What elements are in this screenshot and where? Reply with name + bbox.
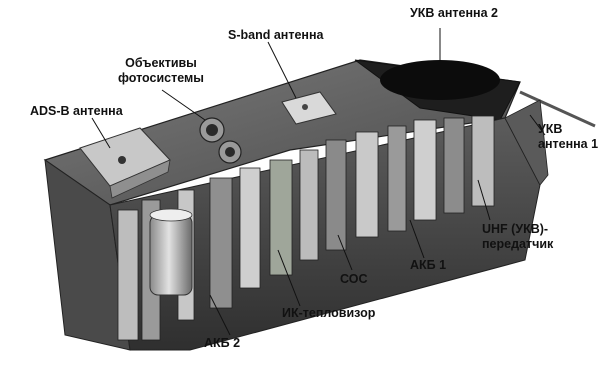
label-s-band-antenna: S-band антенна (228, 28, 323, 43)
label-vhf-antenna-2: УКВ антенна 2 (410, 6, 498, 21)
label-ads-b-antenna: ADS-B антенна (30, 104, 123, 119)
label-battery-1: АКБ 1 (410, 258, 446, 273)
label-vhf-antenna-1: УКВ антенна 1 (538, 122, 598, 152)
label-ir-imager: ИК-тепловизор (282, 306, 375, 321)
label-camera-lenses: Объективы фотосистемы (118, 56, 204, 86)
battery-cylinder (150, 215, 192, 295)
antenna-dish-dark (380, 60, 500, 100)
label-battery-2: АКБ 2 (204, 336, 240, 351)
label-sun-sensor: СОС (340, 272, 367, 287)
label-uhf-transmitter: UHF (УКВ)- передатчик (482, 222, 553, 252)
